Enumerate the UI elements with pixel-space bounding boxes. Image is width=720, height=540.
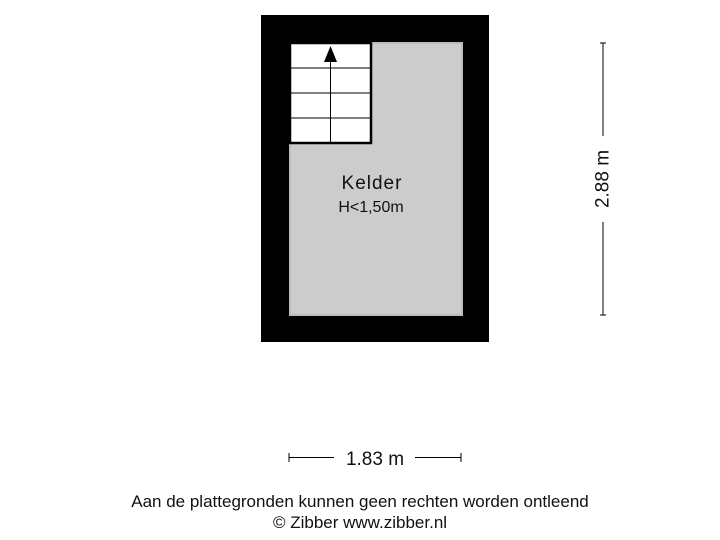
floor-inner-shadow bbox=[289, 42, 463, 316]
depth-label: 2.88 m bbox=[593, 150, 614, 208]
depth-dimension: 2.88 m bbox=[593, 42, 614, 316]
footer: Aan de plattegronden kunnen geen rechten… bbox=[0, 491, 720, 533]
room-name: Kelder bbox=[342, 173, 403, 194]
width-label: 1.83 m bbox=[346, 449, 404, 470]
up-arrow-icon bbox=[324, 46, 337, 62]
copyright-text: © Zibber www.zibber.nl bbox=[272, 513, 448, 532]
width-dimension: 1.83 m bbox=[288, 449, 462, 470]
room-height-note: H<1,50m bbox=[338, 199, 403, 216]
disclaimer-text: Aan de plattegronden kunnen geen rechten… bbox=[131, 492, 589, 511]
staircase bbox=[288, 41, 373, 145]
